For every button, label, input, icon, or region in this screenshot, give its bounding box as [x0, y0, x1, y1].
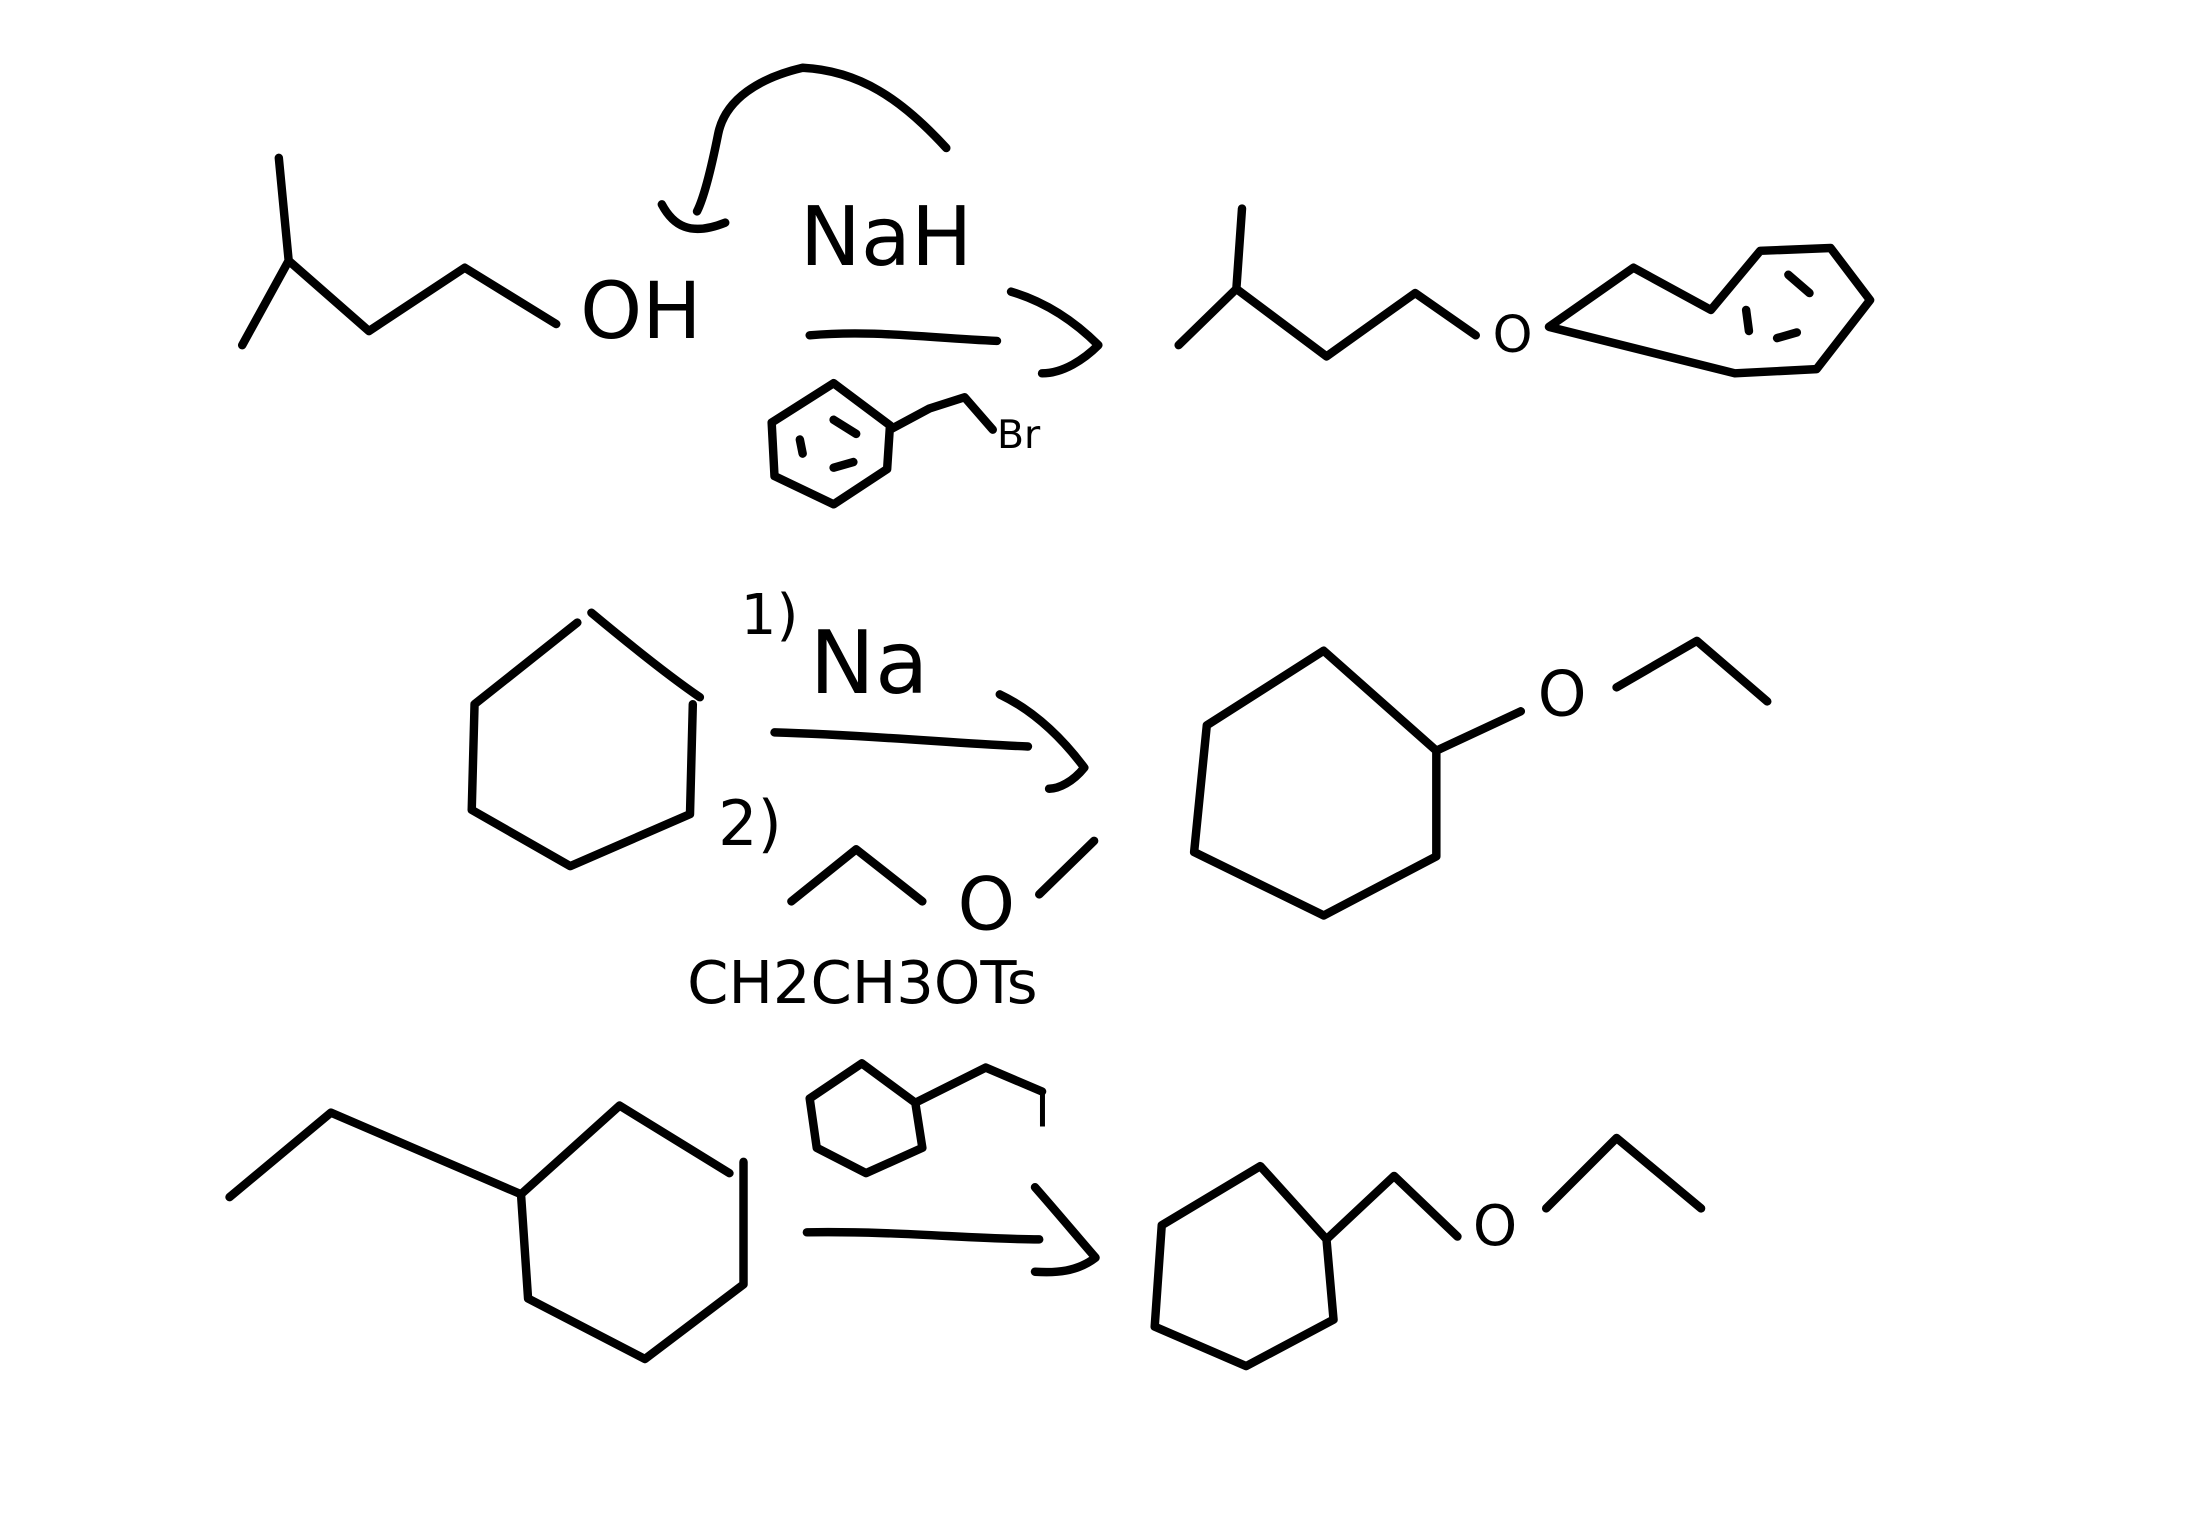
- ethylcyclohexane-structure: [225, 1101, 748, 1364]
- reaction-1: OH NaH Br O: [237, 63, 1875, 509]
- tosylate-oxygen: O: [958, 863, 1016, 948]
- product-2-structure: [1189, 636, 1772, 920]
- reaction-3: I O: [225, 1059, 1706, 1371]
- ethyl-tosylate-structure: [787, 836, 1099, 906]
- step-1-number: 1): [741, 583, 799, 648]
- reagent-ch2ch3ots: CH2CH3OTs: [687, 948, 1037, 1017]
- step-2-number: 2): [718, 787, 782, 860]
- reagent-nah: NaH: [800, 190, 973, 285]
- reaction-arrow-1: [805, 287, 1103, 378]
- bromine-label: Br: [997, 412, 1041, 458]
- iodine-label: I: [1035, 1080, 1050, 1139]
- product-3-structure: [1150, 1133, 1706, 1371]
- reagent-na: Na: [810, 612, 929, 714]
- reaction-arrow-2: [770, 690, 1089, 793]
- product-3-oxygen: O: [1473, 1194, 1517, 1259]
- product-1-chain: [1174, 204, 1875, 378]
- benzyl-bromide-structure: [767, 378, 997, 509]
- reaction-2: 1) Na 2) O CH2CH3OTs O: [467, 583, 1772, 1017]
- product-1-oxygen: O: [1493, 305, 1533, 364]
- curved-mechanism-arrow: [657, 63, 951, 234]
- reaction-arrow-3: [802, 1183, 1100, 1277]
- iodomethyl-cyclopentane-structure: [805, 1059, 1047, 1178]
- hydroxyl-label: OH: [580, 265, 701, 357]
- isopentyl-chain: [237, 153, 561, 350]
- product-2-oxygen: O: [1538, 658, 1587, 731]
- cyclohexene-structure: [467, 608, 705, 871]
